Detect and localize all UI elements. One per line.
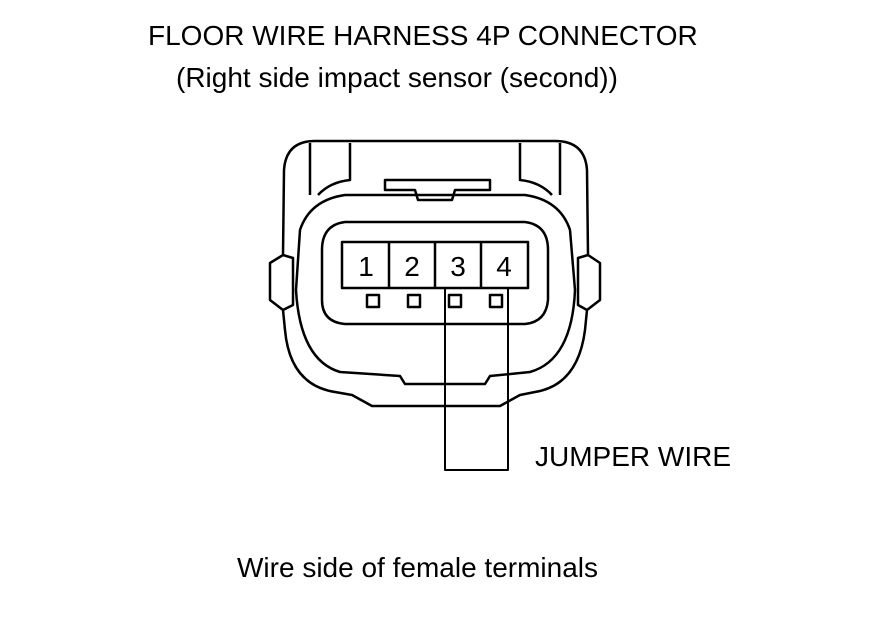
left-side-latch [282, 253, 295, 312]
terminal-slot-1 [365, 293, 381, 309]
diagram-title: FLOOR WIRE HARNESS 4P CONNECTOR [148, 20, 698, 51]
jumper-wire [444, 288, 509, 471]
pin-label-1: 1 [358, 251, 374, 282]
connector-middle-body [294, 193, 577, 386]
terminal-slot-4 [488, 293, 504, 309]
jumper-wire-label: JUMPER WIRE [535, 441, 731, 472]
diagram-subtitle: (Right side impact sensor (second)) [176, 62, 618, 93]
terminal-cavity [320, 220, 550, 326]
terminal-slot-2 [406, 293, 422, 309]
connector-outer-housing [268, 139, 602, 408]
terminal-slot-3 [447, 293, 463, 309]
right-side-latch [576, 253, 589, 312]
pin-label-4: 4 [496, 251, 512, 282]
pin-label-2: 2 [404, 251, 420, 282]
right-lock-arm [518, 143, 562, 196]
left-lock-arm [308, 143, 352, 196]
pin-label-3: 3 [450, 251, 466, 282]
top-lock-tab [383, 178, 492, 202]
diagram-caption: Wire side of female terminals [237, 552, 599, 583]
